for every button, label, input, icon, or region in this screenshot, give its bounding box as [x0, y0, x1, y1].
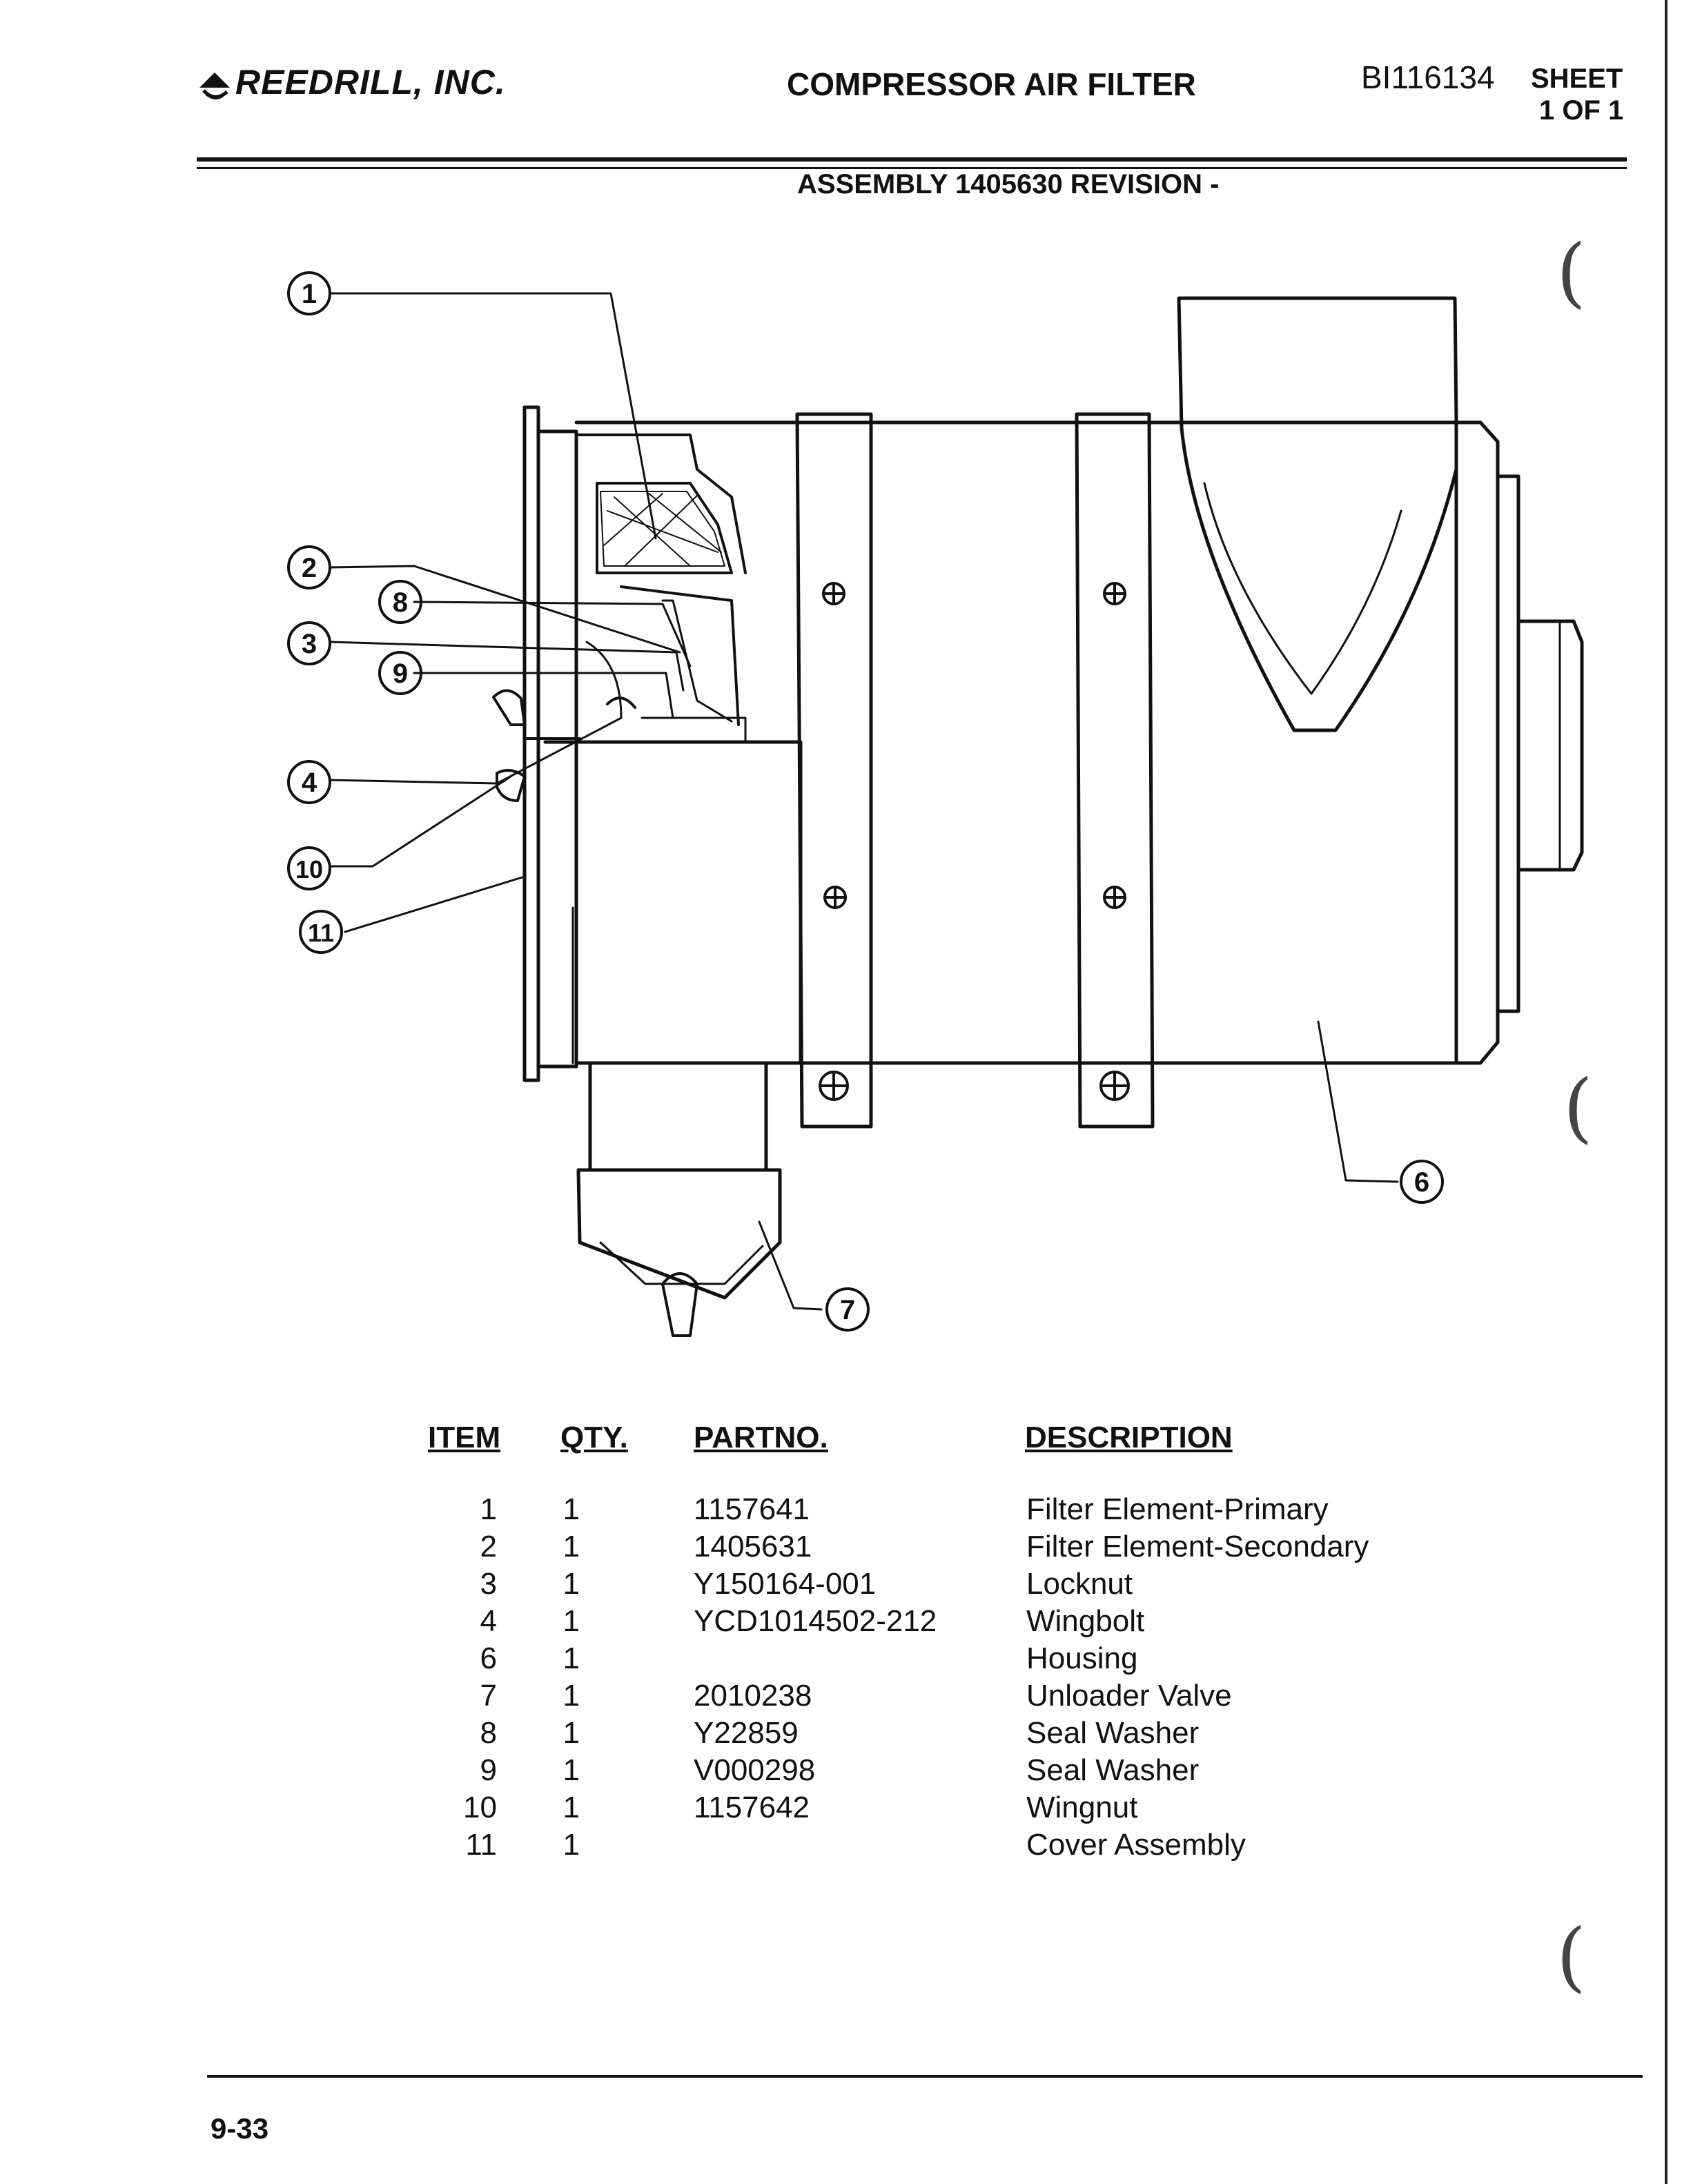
quantity: 1 [563, 1791, 580, 1824]
cover-tube [543, 740, 803, 1065]
housing-body [574, 420, 1458, 1065]
quantity: 1 [563, 1530, 580, 1563]
table-row: 8 1 Y22859 Seal Washer [0, 1716, 1702, 1753]
part-description: Unloader Valve [1026, 1679, 1232, 1713]
strap-right [1075, 412, 1155, 1129]
item-number: 11 [465, 1828, 497, 1862]
inlet-hood-curve-inner [1203, 482, 1402, 695]
footer-rule [207, 2075, 1643, 2078]
valve-cup [576, 1168, 782, 1300]
company-logo: REEDRILL, INC. [197, 62, 506, 103]
quantity: 1 [563, 1567, 580, 1601]
header-rule-thin [197, 167, 1627, 169]
item-number: 8 [480, 1716, 497, 1750]
reedrill-logo-icon [199, 72, 230, 99]
punch-hole-mark: ( [1556, 228, 1586, 316]
punch-hole-mark: ( [1563, 1063, 1593, 1151]
callout-10: 10 [295, 855, 323, 884]
quantity: 1 [563, 1641, 580, 1675]
cover-flange [536, 429, 578, 1069]
part-number: V000298 [694, 1753, 816, 1787]
part-number: Y150164-001 [694, 1567, 877, 1601]
quantity: 1 [563, 1492, 580, 1526]
callout-1: 1 [302, 279, 317, 309]
part-number: Y22859 [694, 1716, 799, 1750]
table-row: 2 1 1405631 Filter Element-Secondary [0, 1530, 1702, 1567]
item-number: 10 [463, 1791, 497, 1824]
assembly-label: ASSEMBLY 1405630 REVISION - [797, 169, 1220, 199]
table-row: 6 1 Housing [0, 1641, 1702, 1679]
part-number: 1405631 [694, 1530, 812, 1563]
part-description: Wingbolt [1026, 1604, 1145, 1638]
table-row: 3 1 Y150164-001 Locknut [0, 1567, 1702, 1604]
page-number: 9-33 [211, 2112, 269, 2145]
company-name: REEDRILL, INC. [235, 63, 506, 101]
wingbolt [492, 689, 526, 726]
part-description: Locknut [1026, 1567, 1133, 1601]
table-header-item: ITEM [428, 1421, 501, 1454]
callout-7: 7 [840, 1295, 855, 1325]
valve-body [588, 1061, 768, 1172]
part-description: Filter Element-Secondary [1026, 1530, 1369, 1563]
outlet [1516, 619, 1584, 872]
part-number: 1157642 [694, 1791, 810, 1824]
callout-9: 9 [393, 659, 408, 689]
table-row: 10 1 1157642 Wingnut [0, 1791, 1702, 1828]
part-number: YCD1014502-212 [694, 1604, 937, 1638]
part-number: 2010238 [694, 1679, 812, 1713]
header-rule [197, 157, 1627, 162]
table-row: 1 1 1157641 Filter Element-Primary [0, 1492, 1702, 1530]
item-number: 7 [480, 1679, 497, 1713]
callout-4: 4 [302, 768, 317, 798]
table-row: 7 1 2010238 Unloader Valve [0, 1679, 1702, 1716]
quantity: 1 [563, 1753, 580, 1787]
callout-6: 6 [1414, 1167, 1429, 1198]
punch-hole-mark: ( [1556, 1912, 1586, 2000]
wingnut [496, 769, 526, 802]
part-description: Wingnut [1026, 1791, 1138, 1824]
part-description: Cover Assembly [1026, 1828, 1246, 1862]
strap-left [795, 412, 873, 1129]
item-number: 3 [480, 1567, 497, 1601]
document-title: COMPRESSOR AIR FILTER [787, 66, 1196, 102]
table-header-qty: QTY. [560, 1421, 628, 1454]
quantity: 1 [563, 1716, 580, 1750]
valve-nozzle [661, 1272, 698, 1337]
sheet-count: 1 OF 1 [1539, 95, 1624, 126]
callout-3: 3 [302, 629, 317, 659]
filter-element-secondary [575, 433, 747, 574]
inlet-hood [1177, 296, 1458, 430]
filter-element-primary [596, 482, 733, 574]
inlet-hood-curve-outer [1180, 426, 1458, 732]
sheet-label: SHEET [1531, 64, 1623, 94]
table-header-description: DESCRIPTION [1025, 1421, 1233, 1454]
table-row: 4 1 YCD1014502-212 Wingbolt [0, 1604, 1702, 1641]
part-description: Housing [1026, 1641, 1138, 1675]
quantity: 1 [563, 1604, 580, 1638]
part-description: Seal Washer [1026, 1753, 1200, 1787]
cover-plate [522, 405, 540, 1082]
callout-8: 8 [393, 587, 408, 618]
end-cap [1454, 420, 1500, 1065]
item-number: 6 [480, 1641, 497, 1675]
item-number: 1 [480, 1492, 497, 1526]
callout-2: 2 [302, 553, 317, 583]
item-number: 9 [480, 1753, 497, 1787]
table-row: 9 1 V000298 Seal Washer [0, 1753, 1702, 1791]
part-number: 1157641 [694, 1492, 810, 1526]
table-header-partno: PARTNO. [694, 1421, 828, 1454]
part-description: Filter Element-Primary [1026, 1492, 1329, 1526]
quantity: 1 [563, 1828, 580, 1862]
end-cap-rim [1496, 474, 1520, 1013]
document-number: BI116134 [1361, 59, 1495, 95]
quantity: 1 [563, 1679, 580, 1713]
item-number: 4 [480, 1604, 497, 1638]
binder-edge [1665, 0, 1667, 2184]
part-description: Seal Washer [1026, 1716, 1200, 1750]
table-row: 11 1 Cover Assembly [0, 1828, 1702, 1865]
callout-11: 11 [308, 919, 334, 947]
item-number: 2 [480, 1530, 497, 1563]
